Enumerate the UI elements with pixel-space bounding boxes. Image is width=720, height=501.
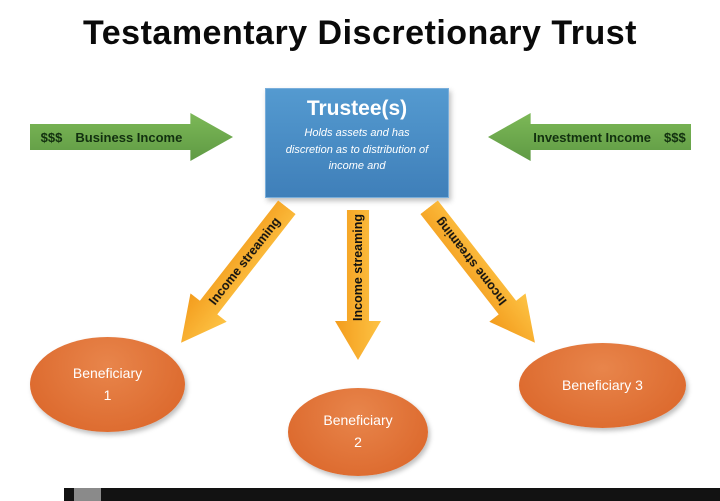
- beneficiary-1-label-line2: 1: [103, 386, 112, 403]
- business-income-dollars: $$$: [40, 129, 63, 145]
- investment-income-dollars: $$$: [664, 129, 686, 145]
- trustee-description: Holds assets and has discretion as to di…: [285, 127, 429, 172]
- business-income-label: Business Income: [75, 129, 183, 145]
- beneficiary-3-label-line1: Beneficiary 3: [562, 376, 643, 393]
- beneficiary-1-label-line1: Beneficiary: [72, 364, 143, 381]
- video-progress-bar[interactable]: [64, 488, 720, 501]
- investment-income-label: Investment Income: [533, 129, 652, 145]
- income-streaming-label-2: Income streaming: [351, 213, 365, 321]
- beneficiary-3-ellipse: Beneficiary 3: [519, 343, 686, 428]
- beneficiary-2-ellipse: Beneficiary 2: [288, 388, 428, 476]
- diagram-title: Testamentary Discretionary Trust: [83, 14, 637, 52]
- trustee-title: Trustee(s): [306, 97, 408, 120]
- income-streaming-label-1: Income streaming: [206, 214, 284, 308]
- investment-income-arrow: Investment Income $$$: [488, 113, 691, 161]
- beneficiary-2-label-line2: 2: [354, 434, 362, 450]
- business-income-arrow: $$$ Business Income: [30, 113, 233, 161]
- income-streaming-arrow-middle: Income streaming: [335, 210, 381, 360]
- beneficiary-1-ellipse: Beneficiary 1: [30, 337, 185, 432]
- video-progress-segment: [74, 488, 101, 501]
- income-streaming-label-3: Income streaming: [432, 214, 510, 308]
- income-streaming-arrow-left: Income streaming: [163, 193, 305, 357]
- beneficiary-2-label-line1: Beneficiary: [323, 412, 393, 429]
- income-streaming-arrow-right: Income streaming: [411, 193, 553, 357]
- trustee-box: Trustee(s) Holds assets and has discreti…: [265, 88, 449, 198]
